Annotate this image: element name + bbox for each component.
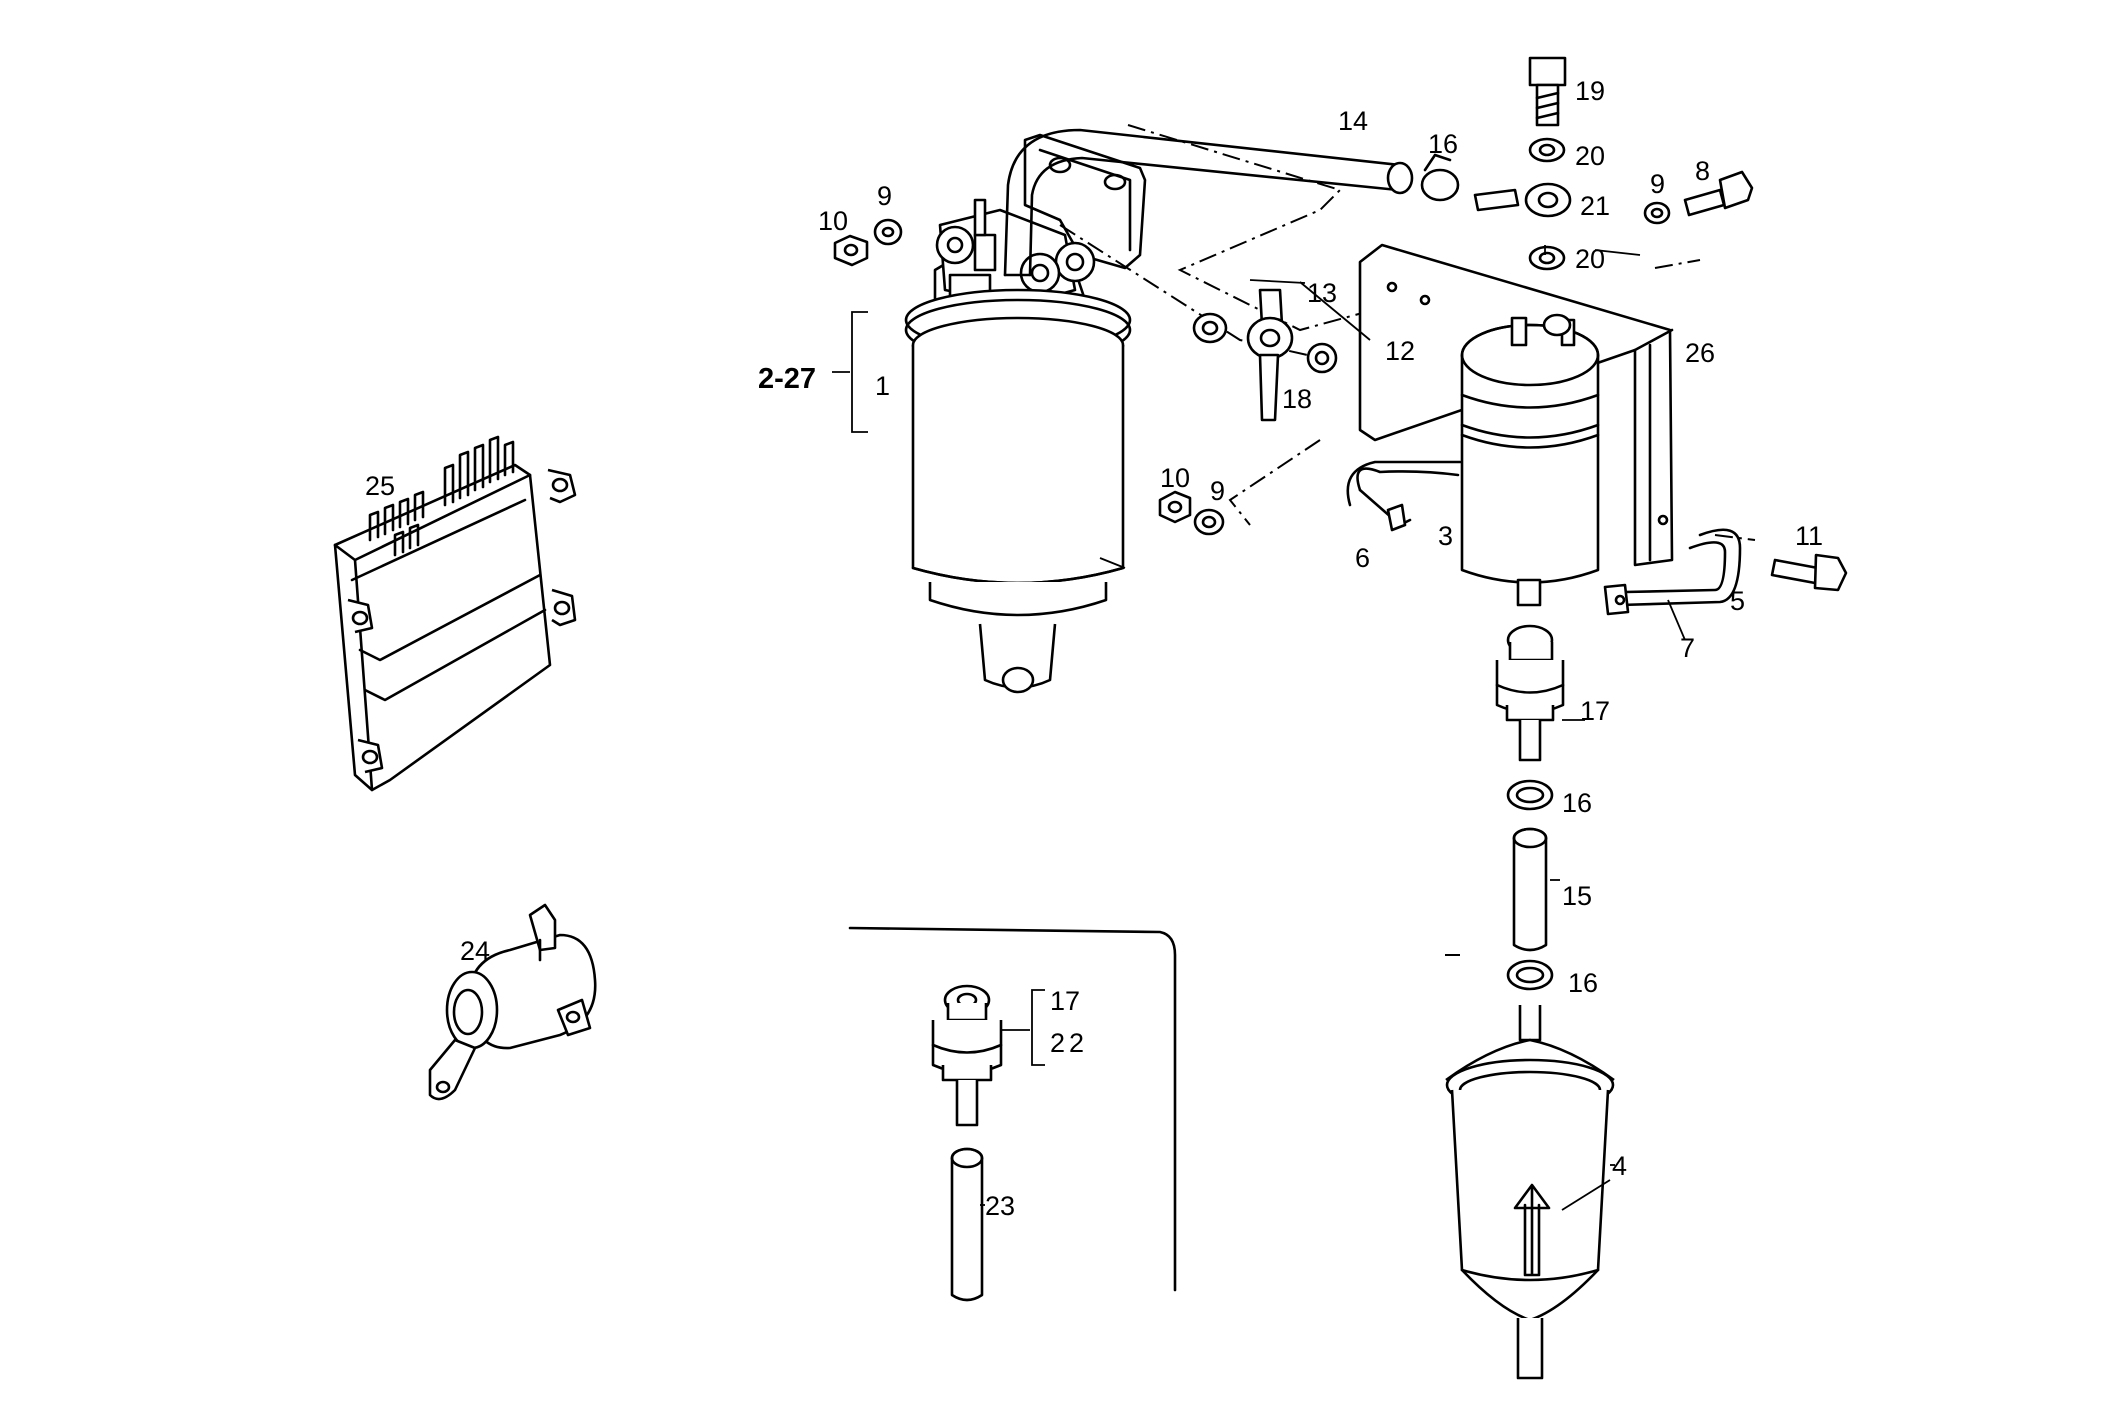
callout-4: 4 — [1612, 1151, 1627, 1181]
callout-16-top: 16 — [1428, 129, 1458, 159]
callout-7: 7 — [1680, 633, 1695, 663]
callout-23: 23 — [985, 1191, 1015, 1221]
hose-clip-16-top — [1420, 153, 1460, 202]
clamp-band-5-7 — [1603, 528, 1742, 641]
callout-20-lower: 20 — [1575, 244, 1605, 274]
callout-21: 21 — [1580, 191, 1610, 221]
inset-border — [848, 926, 1177, 1292]
bolt-11 — [1770, 553, 1848, 592]
callout-9-mid: 9 — [1210, 476, 1225, 506]
hose-15 — [1512, 827, 1548, 952]
callout-25: 25 — [365, 471, 395, 501]
hose-clip-16-low — [1506, 959, 1554, 991]
valve-17-upper — [1495, 624, 1565, 762]
inline-filter-4 — [1445, 1005, 1615, 1380]
callout-17-upper: 17 — [1580, 696, 1610, 726]
control-unit-25 — [333, 435, 577, 792]
callout-15: 15 — [1562, 881, 1592, 911]
group-bracket — [851, 311, 868, 433]
callout-9-right: 9 — [1650, 169, 1665, 199]
hose-clip-16-mid — [1506, 779, 1554, 811]
callout-16-mid: 16 — [1562, 788, 1592, 818]
callout-3: 3 — [1438, 521, 1453, 551]
callout-18: 18 — [1282, 384, 1312, 414]
callout-1: 1 — [875, 371, 890, 401]
callout-24: 24 — [460, 936, 490, 966]
callout-9-left: 9 — [877, 181, 892, 211]
mounting-plate-26 — [1358, 243, 1674, 567]
callout-11: 11 — [1795, 521, 1823, 551]
callout-8: 8 — [1695, 156, 1710, 186]
fuel-filter-assembly — [904, 133, 1147, 694]
callout-2-27: 2-27 — [758, 363, 816, 395]
callout-14: 14 — [1338, 106, 1368, 136]
banjo-fitting-18 — [1192, 288, 1338, 422]
nut-10-washer-9-mid — [1158, 490, 1225, 536]
fuel-hose-14 — [1003, 128, 1414, 277]
callout-labels: 19 20 21 20 9 8 14 16 9 10 13 12 18 26 2… — [365, 76, 1823, 1221]
valve-17-22 — [931, 984, 1030, 1127]
callout-22: 22 — [1050, 1028, 1088, 1058]
nut-10-washer-9-left — [833, 218, 903, 267]
callout-16-low: 16 — [1568, 968, 1598, 998]
clamp-band-6 — [1346, 460, 1462, 532]
callout-12: 12 — [1385, 336, 1415, 366]
washer-9-bolt-8 — [1643, 170, 1754, 225]
banjo-bolt-19 — [1528, 56, 1567, 127]
callout-20: 20 — [1575, 141, 1605, 171]
callout-6: 6 — [1355, 543, 1370, 573]
group-bracket-17-22 — [1031, 989, 1045, 1066]
callout-leaders — [980, 245, 1641, 1211]
callout-17-inset: 17 — [1050, 986, 1080, 1016]
hose-23 — [950, 1147, 984, 1302]
callout-10-left: 10 — [818, 206, 848, 236]
switch-24 — [428, 903, 597, 1101]
washers-20 — [1528, 137, 1566, 271]
callout-10-mid: 10 — [1160, 463, 1190, 493]
callout-19: 19 — [1575, 76, 1605, 106]
banjo-fitting-21 — [1473, 182, 1572, 218]
fuel-pump-3 — [1460, 313, 1600, 607]
callout-5: 5 — [1730, 586, 1745, 616]
callout-26: 26 — [1685, 338, 1715, 368]
callout-13: 13 — [1307, 278, 1337, 308]
